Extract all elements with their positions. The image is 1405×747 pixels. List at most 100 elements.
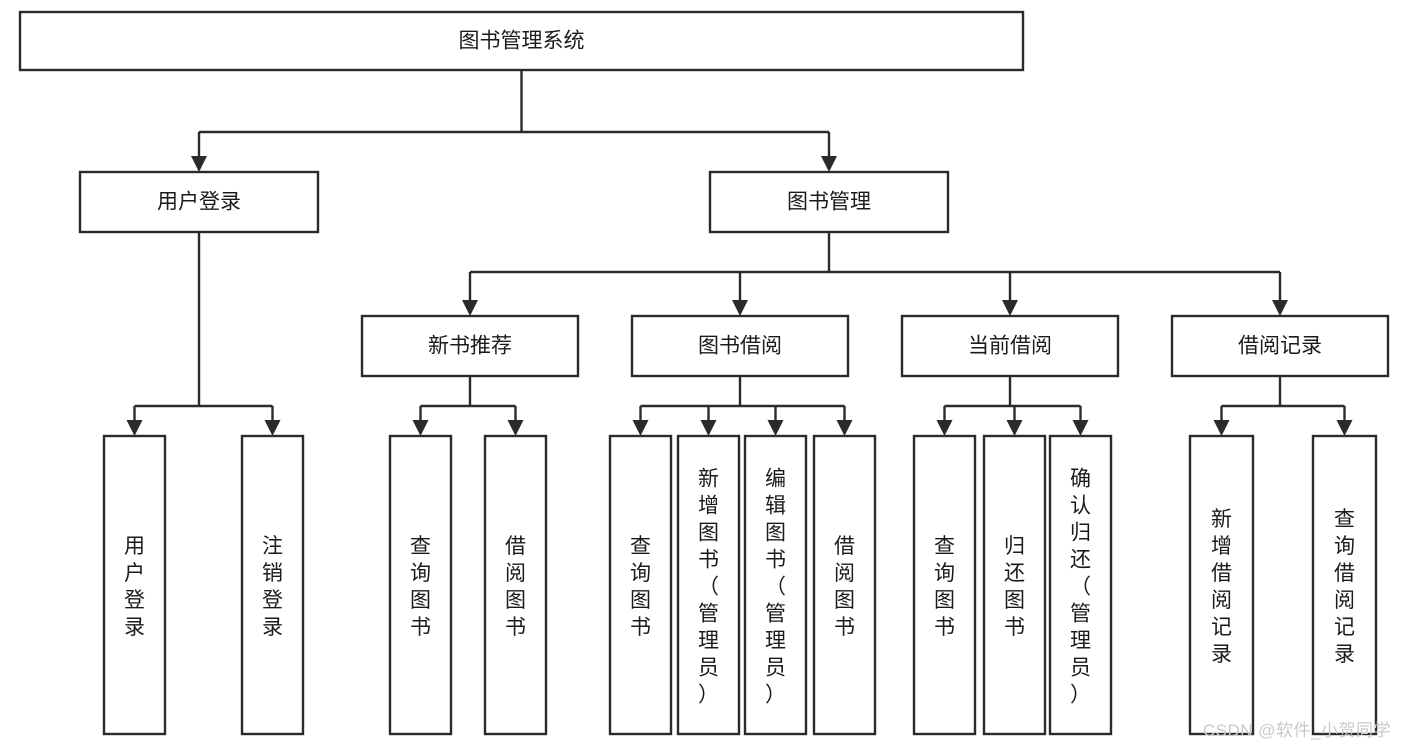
node-box	[982, 434, 1047, 736]
node-label-char: 图	[765, 522, 786, 545]
node-label-char: 员	[765, 657, 786, 680]
arrow-head-icon	[1072, 420, 1089, 436]
node-label-char: 阅	[1211, 589, 1232, 612]
node-label-char: 书	[934, 616, 955, 639]
node-box	[78, 170, 320, 234]
arrow-head-icon	[732, 300, 748, 316]
node-label-char: 员	[1070, 657, 1091, 680]
node-label-char: 认	[1070, 495, 1091, 518]
node-label-char: 书	[1004, 616, 1025, 639]
node-label: 借阅记录	[1238, 335, 1322, 358]
node-label-char: 归	[1004, 535, 1025, 558]
node-label-char: 录	[124, 616, 145, 639]
node-label-char: 查	[1334, 508, 1355, 531]
node-label-char: 编	[765, 468, 786, 491]
arrow-head-icon	[126, 420, 143, 436]
node-label-char: 图	[834, 589, 855, 612]
node-box	[608, 434, 673, 736]
node-label-char: （	[765, 576, 786, 599]
node-label-char: 图	[934, 589, 955, 612]
connectors-layer	[126, 70, 1353, 436]
node-label-char: 归	[1070, 522, 1091, 545]
node-label-char: 图	[698, 522, 719, 545]
node-label-char: 注	[262, 535, 283, 558]
node-label-char: 图	[1004, 589, 1025, 612]
node-label-char: 户	[124, 562, 145, 585]
node-book-management[interactable]: 图书管理	[708, 170, 950, 234]
arrow-head-icon	[412, 420, 429, 436]
node-box	[1170, 314, 1390, 378]
node-box	[360, 314, 580, 378]
node-label-char: 询	[934, 562, 955, 585]
node-box	[1311, 434, 1378, 736]
node-root[interactable]: 图书管理系统	[18, 10, 1025, 72]
node-box	[240, 434, 305, 736]
arrow-head-icon	[1336, 420, 1353, 436]
node-label-char: 管	[765, 603, 786, 626]
node-label-char: 新	[1211, 508, 1232, 531]
node-label-char: 询	[410, 562, 431, 585]
node-label-char: 书	[834, 616, 855, 639]
arrow-head-icon	[1002, 300, 1018, 316]
node-label: 当前借阅	[968, 335, 1052, 358]
node-box	[388, 434, 453, 736]
node-label-char: 增	[698, 495, 719, 518]
node-label-char: 查	[630, 535, 651, 558]
node-label-char: 录	[1211, 643, 1232, 666]
node-label-char: 管	[1070, 603, 1091, 626]
node-label-char: 借	[1211, 562, 1232, 585]
node-label-char: 书	[698, 549, 719, 572]
node-borrow-records[interactable]: 借阅记录	[1170, 314, 1390, 378]
arrow-head-icon	[191, 156, 207, 172]
node-leaf-user-login[interactable]: 用户登录	[102, 434, 167, 736]
node-label: 图书管理	[787, 191, 871, 214]
node-box	[912, 434, 977, 736]
node-label-char: 书	[765, 549, 786, 572]
node-label-char: 询	[1334, 535, 1355, 558]
node-box	[743, 434, 808, 736]
node-label-char: 员	[698, 657, 719, 680]
node-book-borrow[interactable]: 图书借阅	[630, 314, 850, 378]
node-label-char: 借	[1334, 562, 1355, 585]
node-label-char: 辑	[765, 495, 786, 518]
arrow-head-icon	[767, 420, 784, 436]
arrow-head-icon	[1006, 420, 1023, 436]
node-label-char: 用	[124, 535, 145, 558]
node-box	[1048, 434, 1113, 736]
node-label-char: 询	[630, 562, 651, 585]
node-current-borrow[interactable]: 当前借阅	[900, 314, 1120, 378]
arrow-head-icon	[1272, 300, 1288, 316]
node-box	[812, 434, 877, 736]
node-label-char: 图	[630, 589, 651, 612]
node-new-book-recommend[interactable]: 新书推荐	[360, 314, 580, 378]
node-label-char: 确	[1070, 468, 1091, 491]
node-label-char: 记	[1334, 616, 1355, 639]
node-label-char: 书	[410, 616, 431, 639]
node-label-char: 借	[505, 535, 526, 558]
node-label: 图书借阅	[698, 335, 782, 358]
node-label-char: 管	[698, 603, 719, 626]
node-box	[1188, 434, 1255, 736]
node-user-login[interactable]: 用户登录	[78, 170, 320, 234]
arrow-head-icon	[1213, 420, 1230, 436]
node-label-char: 录	[1334, 643, 1355, 666]
arrow-head-icon	[632, 420, 649, 436]
node-label-char: 销	[262, 562, 283, 585]
node-label-char: 图	[410, 589, 431, 612]
node-label: 用户登录	[157, 191, 241, 214]
node-label-char: 记	[1211, 616, 1232, 639]
